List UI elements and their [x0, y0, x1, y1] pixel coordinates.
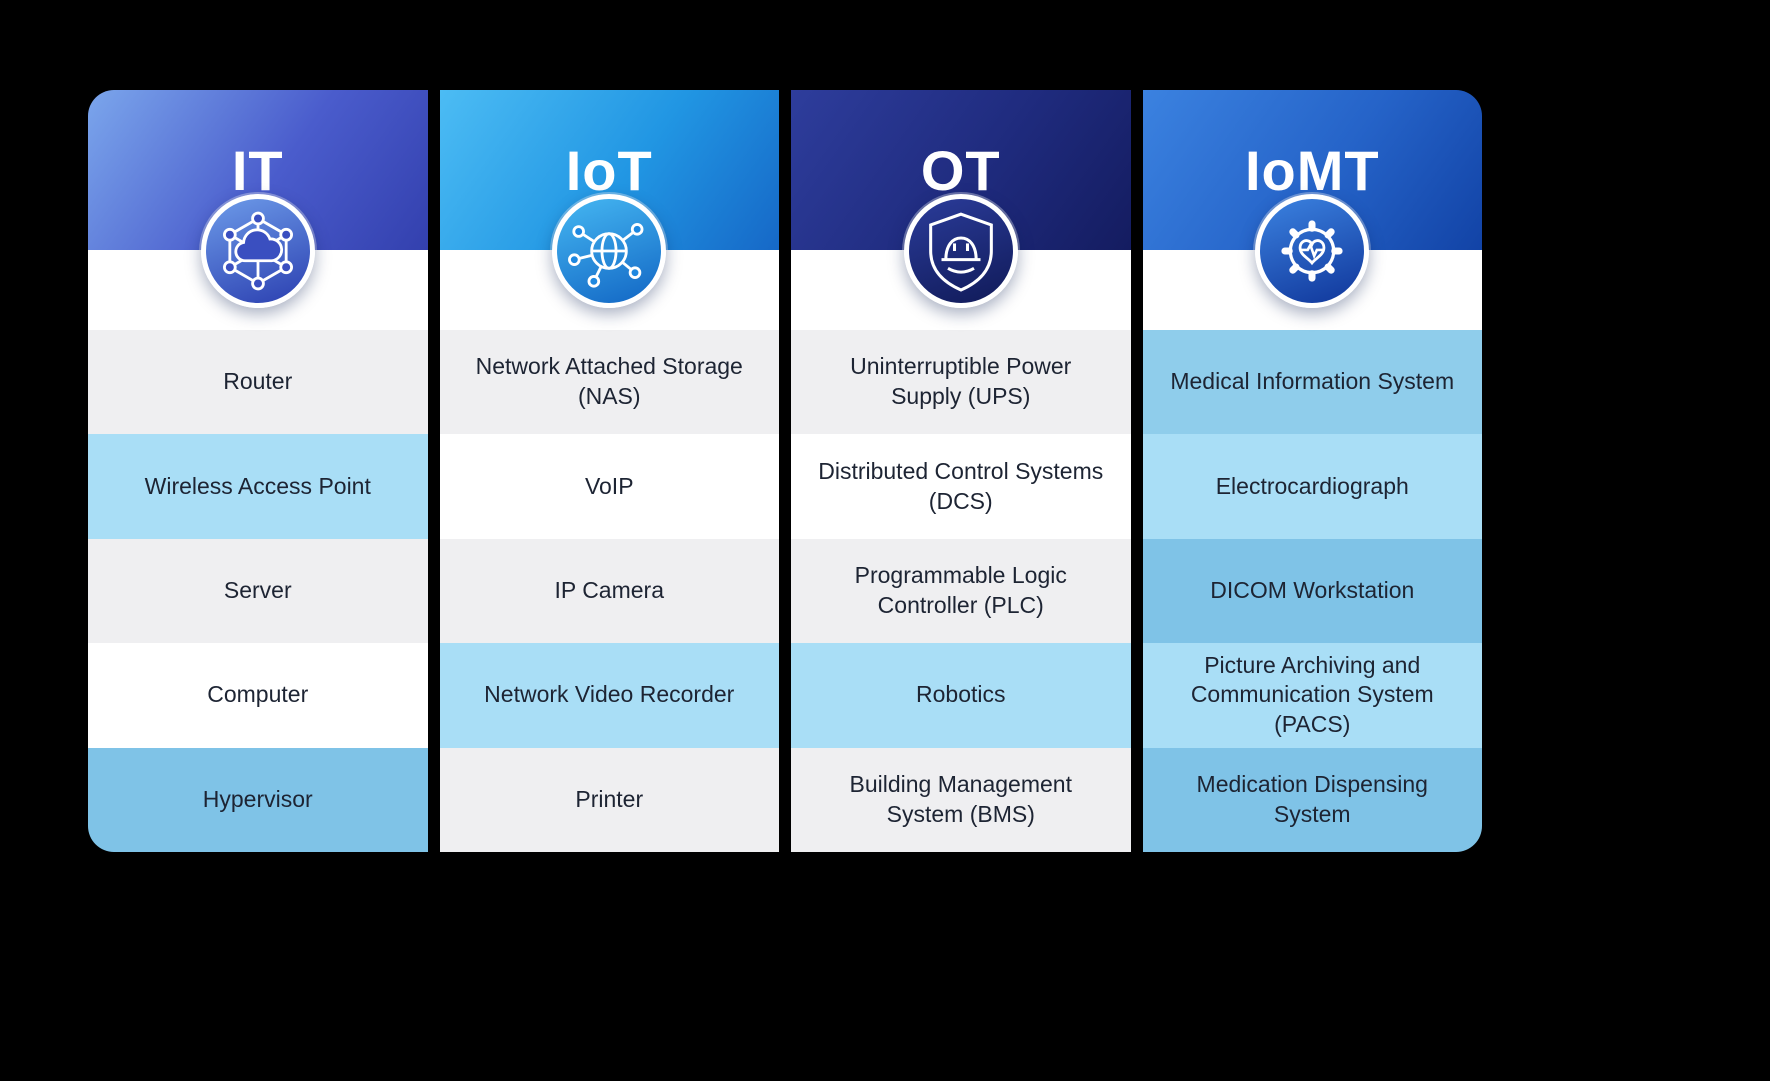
cell-label: Hypervisor	[202, 785, 313, 812]
cell-label: Building Management System (BMS)	[849, 770, 1072, 827]
cell-label: Robotics	[916, 681, 1006, 708]
column-it: IT Router Wi	[88, 90, 428, 852]
column-iomt-header: IoMT	[1142, 90, 1482, 250]
table-cell: IP Camera	[439, 538, 779, 644]
table-cell: Building Management System (BMS)	[791, 747, 1131, 852]
cell-label: Programmable Logic Controller (PLC)	[854, 562, 1067, 619]
table-cell: Robotics	[791, 643, 1131, 748]
table-cell: Distributed Control Systems (DCS)	[791, 434, 1131, 539]
table-cell: Network Attached Storage (NAS)	[439, 330, 779, 435]
column-it-title: IT	[231, 138, 284, 202]
shield-hardhat-icon	[903, 194, 1018, 308]
table-cell: Network Video Recorder	[439, 643, 779, 748]
cell-label: Medical Information System	[1170, 368, 1455, 395]
cell-label: DICOM Workstation	[1210, 577, 1415, 604]
cell-label: VoIP	[584, 472, 634, 499]
cell-label: Medication Dispensing System	[1196, 770, 1428, 827]
cell-label: Printer	[575, 785, 644, 812]
cell-label: Network Video Recorder	[484, 681, 735, 708]
table-cell: DICOM Workstation	[1142, 538, 1482, 644]
column-iomt-title: IoMT	[1244, 138, 1380, 202]
table-cell: Picture Archiving and Communication Syst…	[1142, 643, 1482, 748]
table-cell: Server	[88, 538, 428, 644]
gear-heart-ecg-icon	[1255, 194, 1370, 308]
comparison-table: IT Router Wi	[88, 90, 1482, 852]
globe-network-icon	[552, 194, 667, 308]
column-ot-icon-band	[791, 194, 1131, 330]
cell-label: IP Camera	[554, 577, 664, 604]
cell-label: Uninterruptible Power Supply (UPS)	[850, 353, 1072, 410]
table-cell: Router	[88, 330, 428, 435]
column-iomt-rows: Medical Information System Electrocardio…	[1142, 330, 1482, 852]
cell-label: Picture Archiving and Communication Syst…	[1190, 651, 1434, 738]
cell-label: Network Attached Storage (NAS)	[475, 353, 743, 410]
table-cell: Hypervisor	[88, 747, 428, 852]
cell-label: Router	[223, 368, 293, 395]
table-cell: Electrocardiograph	[1142, 434, 1482, 539]
cell-label: Server	[223, 577, 292, 604]
network-mesh-icon	[200, 194, 315, 308]
table-cell: Programmable Logic Controller (PLC)	[791, 538, 1131, 644]
column-iomt: IoMT	[1142, 90, 1482, 852]
column-it-rows: Router Wireless Access Point Server Comp…	[88, 330, 428, 852]
cell-label: Wireless Access Point	[144, 472, 371, 499]
column-iot-icon-band	[439, 194, 779, 330]
column-iot: IoT	[439, 90, 779, 852]
table-cell: Medication Dispensing System	[1142, 747, 1482, 852]
cell-label: Distributed Control Systems (DCS)	[818, 457, 1104, 514]
cell-label: Electrocardiograph	[1215, 472, 1409, 499]
table-cell: Medical Information System	[1142, 330, 1482, 435]
table-cell: Printer	[439, 747, 779, 852]
table-cell: Computer	[88, 643, 428, 748]
column-iomt-icon-band	[1142, 194, 1482, 330]
column-iot-rows: Network Attached Storage (NAS) VoIP IP C…	[439, 330, 779, 852]
column-it-icon-band	[88, 194, 428, 330]
cell-label: Computer	[207, 681, 309, 708]
table-cell: VoIP	[439, 434, 779, 539]
column-ot-title: OT	[920, 138, 1001, 202]
table-cell: Uninterruptible Power Supply (UPS)	[791, 330, 1131, 435]
column-ot: OT Uninterruptible Power Supply (UPS)	[791, 90, 1131, 852]
column-iot-title: IoT	[565, 138, 653, 202]
table-cell: Wireless Access Point	[88, 434, 428, 539]
column-ot-rows: Uninterruptible Power Supply (UPS) Distr…	[791, 330, 1131, 852]
